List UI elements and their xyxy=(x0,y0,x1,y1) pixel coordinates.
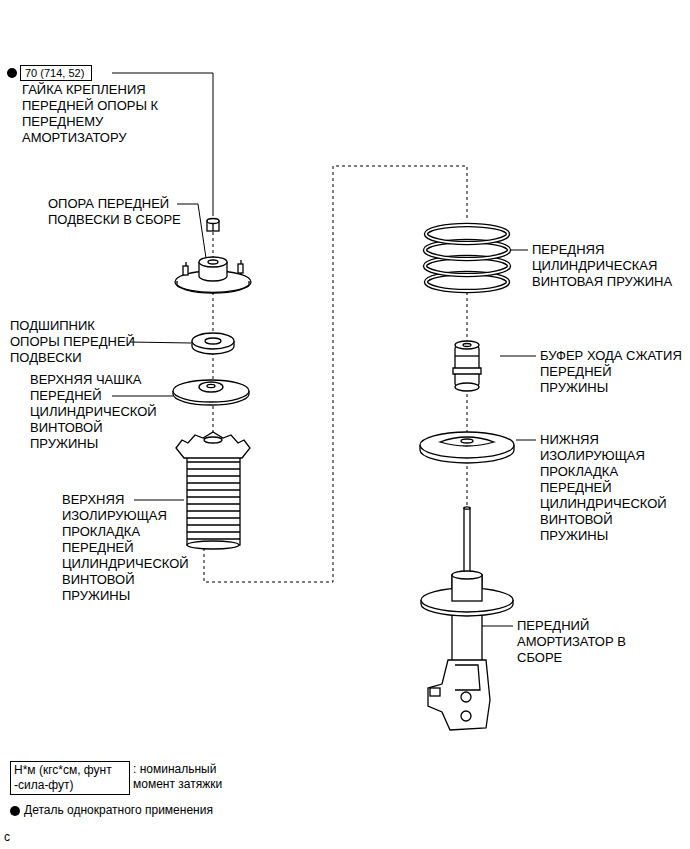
upper-spring-seat xyxy=(173,380,249,405)
shock-absorber xyxy=(421,507,513,730)
shock-absorber xyxy=(430,688,440,696)
coil-spring xyxy=(426,225,508,243)
shock-absorber xyxy=(428,660,490,730)
part-label: ПЕРЕДНИЙ АМОРТИЗАТОР В СБОРЕ xyxy=(517,618,627,666)
shock-absorber xyxy=(461,692,471,702)
center-lines xyxy=(204,166,467,582)
bump-stopper xyxy=(453,368,481,374)
suspension-support xyxy=(183,266,188,275)
one-time-use-dots xyxy=(10,806,20,816)
part-label: ВЕРХНЯЯ ИЗОЛИРУЮЩАЯ ПРОКЛАДКА ПЕРЕДНЕЙ Ц… xyxy=(62,492,196,604)
part-label: ПЕРЕДНЯЯ ЦИЛИНДРИЧЕСКАЯ ВИНТОВАЯ ПРУЖИНА xyxy=(532,242,684,290)
leader-lines xyxy=(516,440,536,441)
upper-insulator-boot xyxy=(204,437,222,443)
mount-nut xyxy=(207,219,219,232)
leader-lines xyxy=(112,396,173,397)
support-bearing xyxy=(192,333,234,349)
shock-absorber xyxy=(464,508,470,576)
support-bearing xyxy=(192,333,234,354)
lower-insulator xyxy=(440,437,494,446)
bump-stopper xyxy=(455,355,479,356)
upper-spring-seat xyxy=(199,382,223,392)
suspension-support xyxy=(175,257,251,293)
upper-insulator-boot xyxy=(176,432,250,549)
upper-insulator-boot xyxy=(187,541,239,549)
shock-absorber xyxy=(452,571,482,579)
leader-lines xyxy=(130,342,191,343)
leader-lines xyxy=(134,500,184,501)
shock-absorber xyxy=(464,507,470,509)
bump-stopper xyxy=(453,341,481,391)
node-text: 70 (714, 52) xyxy=(25,66,87,80)
torque-key-box: Н*м (кгс*см, фунт -сила-фут) xyxy=(10,761,130,795)
coil-spring xyxy=(425,225,509,291)
lower-insulator xyxy=(420,432,514,458)
shock-absorber xyxy=(455,665,480,690)
upper-insulator-boot xyxy=(176,432,250,458)
coil-spring xyxy=(426,225,508,243)
center-lines xyxy=(467,292,468,510)
part-label: ПОДШИПНИК ОПОРЫ ПЕРЕДНЕЙ ПОДВЕСКИ xyxy=(10,318,138,366)
bump-stopper xyxy=(463,344,471,347)
key-text: : номинальный момент затяжки xyxy=(133,762,245,792)
upper-insulator-boot xyxy=(187,462,240,539)
leader-lines xyxy=(500,356,536,357)
suspension-support xyxy=(177,281,249,292)
center-lines xyxy=(204,166,467,582)
leader-lines xyxy=(481,626,513,627)
leader-lines xyxy=(177,204,206,258)
legend-text: Деталь однократного применения xyxy=(24,803,213,817)
shock-absorber xyxy=(461,711,471,721)
mount-nut xyxy=(207,219,219,224)
leader-lines xyxy=(112,73,536,626)
part-label: ВЕРХНЯЯ ЧАШКА ПЕРЕДНЕЙ ЦИЛИНДРИЧЕСКОЙ ВИ… xyxy=(30,372,166,452)
one-time-use-dots xyxy=(7,68,20,816)
bump-stopper xyxy=(455,345,479,387)
lower-insulator xyxy=(461,439,473,443)
part-label: БУФЕР ХОДА СЖАТИЯ ПЕРЕДНЕЙ ПРУЖИНЫ xyxy=(540,348,682,396)
upper-spring-seat xyxy=(173,380,249,402)
lower-insulator xyxy=(420,432,514,463)
bump-stopper xyxy=(455,383,479,391)
support-bearing xyxy=(205,338,221,344)
mount-nut xyxy=(212,223,213,231)
suspension-support xyxy=(208,260,218,264)
part-label: ГАЙКА КРЕПЛЕНИЯ ПЕРЕДНЕЙ ОПОРЫ К ПЕРЕДНЕ… xyxy=(22,82,172,146)
legend-item: Деталь однократного применения xyxy=(24,803,213,818)
bump-stopper xyxy=(455,341,479,349)
part-label: НИЖНЯЯ ИЗОЛИРУЮЩАЯ ПРОКЛАДКА ПЕРЕДНЕЙ ЦИ… xyxy=(540,432,674,544)
upper-insulator-boot xyxy=(187,455,240,545)
suspension-support xyxy=(238,264,243,273)
one-time-use-dots xyxy=(7,68,17,78)
part-label: ОПОРА ПЕРЕДНЕЙ ПОДВЕСКИ В СБОРЕ xyxy=(48,196,188,228)
leader-lines xyxy=(510,250,528,251)
torque-box: 70 (714, 52) xyxy=(20,65,92,81)
node-text: Н*м (кгс*см, фунт -сила-фут) xyxy=(14,763,126,793)
page-mark: c xyxy=(4,830,24,845)
suspension-support xyxy=(199,257,227,267)
upper-spring-seat xyxy=(207,384,215,387)
